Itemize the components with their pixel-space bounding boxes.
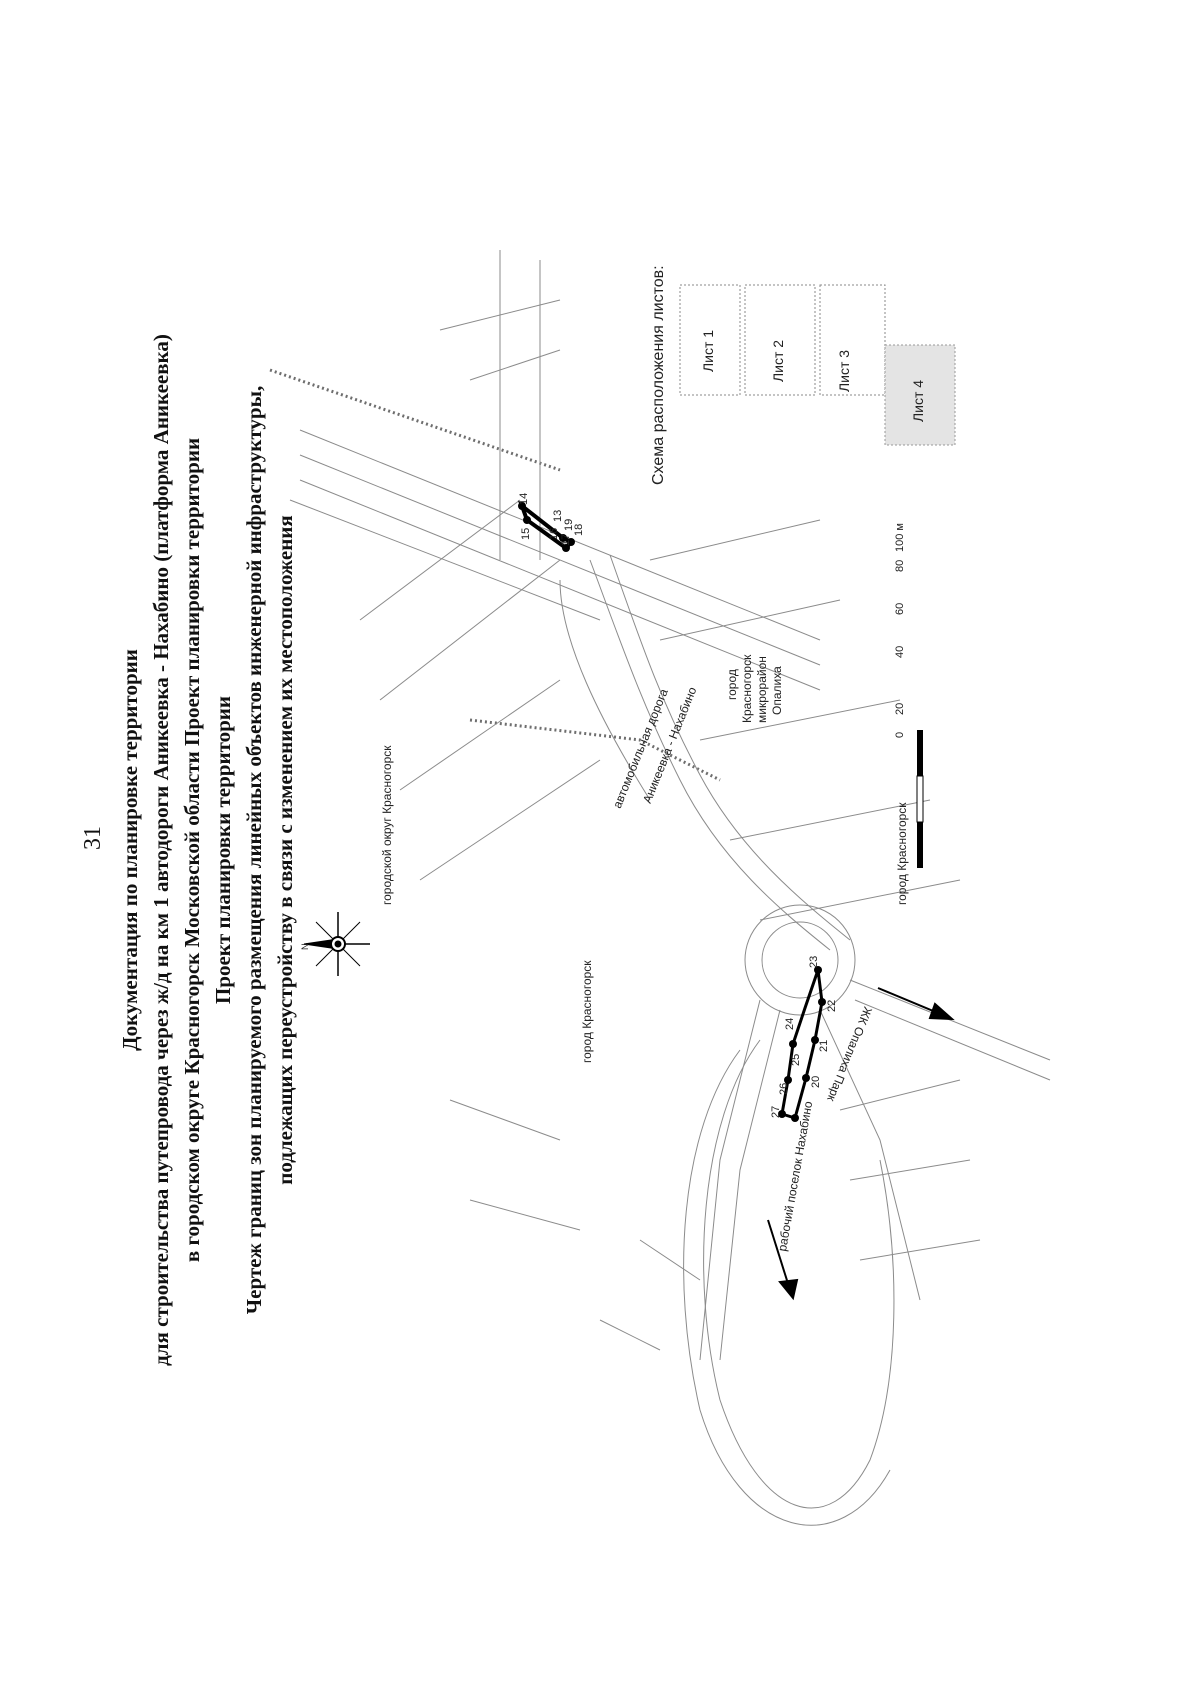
sheet-3-label: Лист 3	[836, 349, 852, 392]
sheet-scheme-title: Схема расположения листов:	[650, 265, 667, 485]
scale-tick-60: 60	[894, 602, 906, 615]
point-17: 17	[560, 533, 572, 546]
gorod-bottom-label: город Красногорск	[895, 802, 909, 905]
zone-boundary-south	[780, 969, 824, 1120]
point-16: 16	[548, 527, 560, 540]
scale-bar	[916, 730, 924, 868]
okrug-label: городской округ Красногорск	[380, 745, 394, 906]
scale-tick-80: 80	[894, 559, 906, 572]
opaliha-line-3: микрорайон	[755, 656, 769, 723]
point-20: 20	[810, 1075, 822, 1088]
point-23: 23	[808, 955, 820, 968]
zone-north-points	[518, 502, 575, 552]
scale-tick-0: 0	[894, 731, 906, 738]
scale-tick-20: 20	[894, 702, 906, 715]
point-13: 13	[552, 509, 564, 522]
compass-rose	[303, 912, 370, 976]
point-25: 25	[790, 1053, 802, 1066]
opaliha-line-4: Опалиха	[770, 666, 784, 715]
point-26: 26	[778, 1082, 790, 1095]
point-24: 24	[784, 1017, 796, 1030]
point-14: 14	[518, 492, 530, 505]
direction-arrows	[767, 987, 955, 1301]
point-15: 15	[520, 527, 532, 540]
scale-tick-40: 40	[894, 645, 906, 658]
sheet-1-label: Лист 1	[700, 329, 716, 372]
scale-tick-100: 100 м	[894, 523, 906, 552]
point-19: 19	[563, 518, 575, 531]
base-map-lines	[269, 250, 1051, 1526]
compass-n-label: N	[300, 943, 310, 951]
gorod-left-label: город Красногорск	[580, 960, 594, 1063]
sheet-2-label: Лист 2	[770, 339, 786, 382]
sheet-scheme-boxes	[679, 284, 956, 446]
point-22: 22	[826, 999, 838, 1012]
point-21: 21	[818, 1039, 830, 1052]
point-27: 27	[770, 1105, 782, 1118]
opaliha-line-1: город	[725, 669, 739, 700]
zone-south-points	[778, 966, 826, 1122]
sheet-4-label: Лист 4	[910, 379, 926, 422]
opaliha-line-2: Красногорск	[740, 654, 754, 723]
